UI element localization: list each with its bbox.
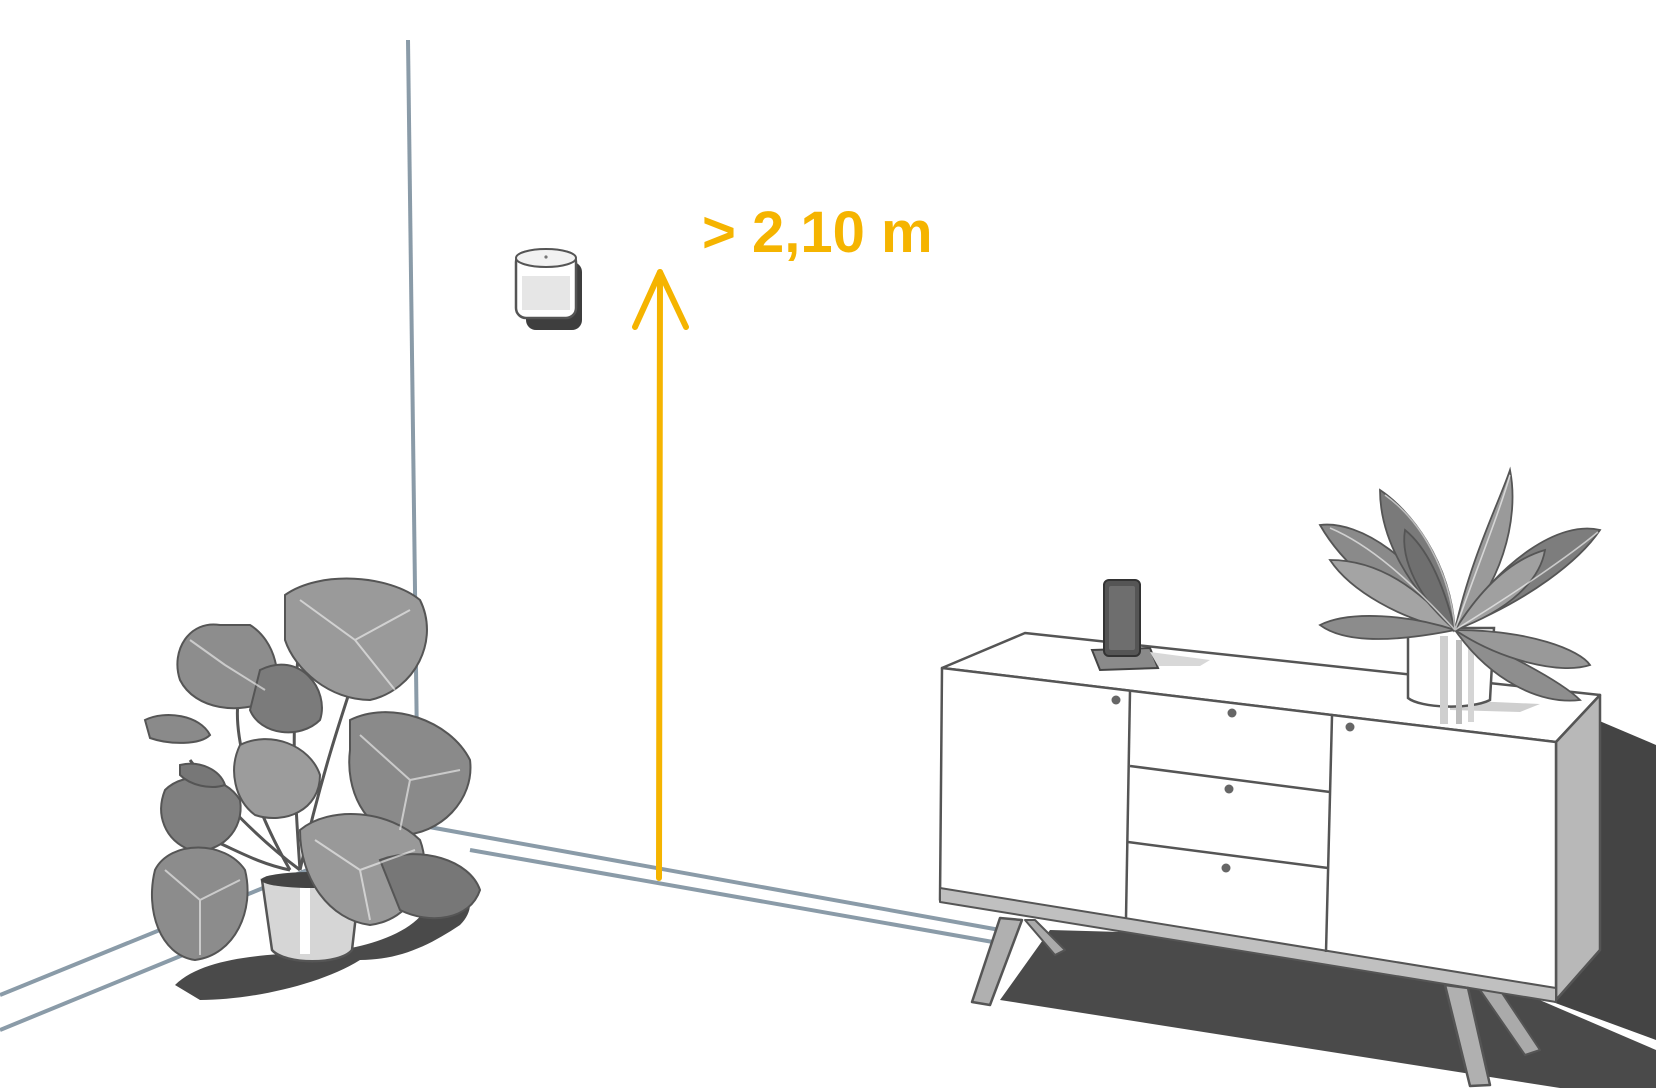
potted-palm-icon — [1318, 466, 1602, 724]
smartphone-on-dock-icon — [1090, 579, 1210, 672]
monstera-plant-icon — [143, 577, 482, 1000]
wall-corner-line — [406, 39, 420, 826]
sideboard-icon — [938, 631, 1656, 1088]
room-edges — [0, 39, 1011, 1032]
baseboard-right-top — [417, 823, 1001, 932]
motion-sensor-icon — [514, 248, 582, 330]
baseboard-right-bottom — [469, 848, 1011, 947]
height-label: > 2,10 m — [702, 200, 933, 265]
height-arrow — [632, 269, 689, 881]
baseboard-left-bottom — [0, 946, 201, 1032]
